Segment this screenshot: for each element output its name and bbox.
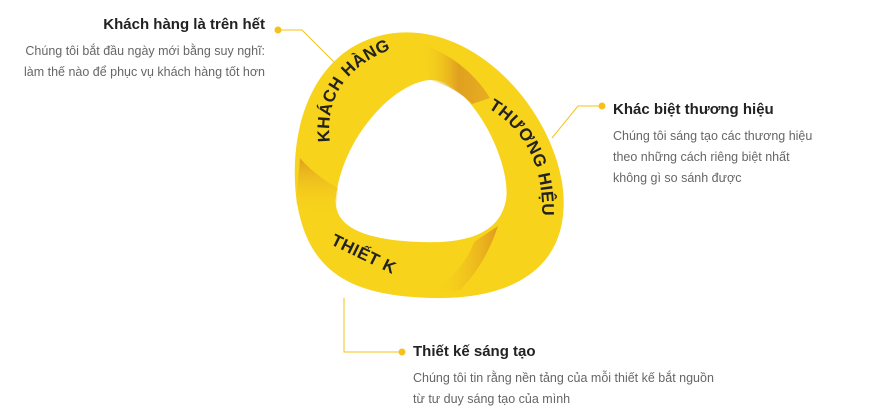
block-brand-line: không gì so sánh được: [613, 171, 742, 185]
block-brand-line: theo những cách riêng biệt nhất: [613, 150, 790, 164]
block-design-line: Chúng tôi tin rằng nền tảng của mỗi thiế…: [413, 371, 714, 385]
connector-customer: [278, 29, 339, 67]
block-brand-line: Chúng tôi sáng tạo các thương hiệu: [613, 129, 813, 143]
block-brand: Khác biệt thương hiệu Chúng tôi sáng tạo…: [613, 100, 853, 189]
block-customer-title: Khách hàng là trên hết: [103, 16, 265, 33]
block-customer-line: Chúng tôi bắt đầu ngày mới bằng suy nghĩ…: [25, 44, 265, 58]
block-design-text: Chúng tôi tin rằng nền tảng của mỗi thiế…: [413, 368, 753, 410]
connector-dot-customer: [274, 26, 282, 34]
block-customer-line: làm thế nào để phục vụ khách hàng tốt hơ…: [23, 65, 265, 79]
block-design: Thiết kế sáng tạo Chúng tôi tin rằng nền…: [413, 342, 753, 410]
connector-dot-brand: [598, 102, 606, 110]
ribbon-ring: [294, 32, 564, 299]
block-brand-title: Khác biệt thương hiệu: [613, 101, 774, 118]
block-customer-text: Chúng tôi bắt đầu ngày mới bằng suy nghĩ…: [0, 41, 265, 83]
connector-design: [343, 298, 402, 353]
block-design-line: từ tư duy sáng tạo của mình: [413, 392, 571, 406]
block-brand-text: Chúng tôi sáng tạo các thương hiệu theo …: [613, 126, 853, 189]
ribbon-fold-top: [420, 44, 490, 104]
block-design-title: Thiết kế sáng tạo: [413, 343, 536, 360]
ribbon-fold-bottom: [434, 226, 498, 292]
ribbon-fold-left: [296, 158, 338, 214]
block-customer: Khách hàng là trên hết Chúng tôi bắt đầu…: [0, 15, 265, 83]
connector-brand: [551, 105, 602, 139]
connector-dot-design: [398, 348, 406, 356]
